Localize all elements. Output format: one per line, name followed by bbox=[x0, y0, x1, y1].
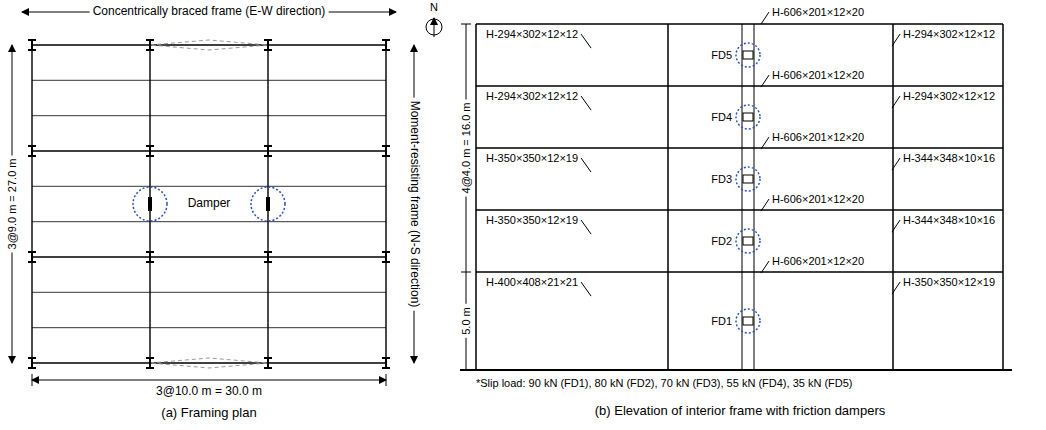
direction-label: Concentrically braced frame (E-W directi… bbox=[90, 5, 329, 18]
leader-line bbox=[892, 96, 900, 108]
damper-circle bbox=[251, 187, 285, 221]
caption: (b) Elevation of interior frame with fri… bbox=[595, 404, 885, 418]
leader-line bbox=[761, 137, 769, 149]
member-size-label: H-606×201×12×20 bbox=[772, 69, 864, 81]
damper-circle bbox=[736, 105, 760, 129]
leader-line bbox=[892, 158, 900, 170]
friction-damper bbox=[743, 51, 753, 59]
damper-circle bbox=[736, 167, 760, 191]
damper-label: Damper bbox=[188, 197, 231, 210]
column-symbol bbox=[28, 40, 390, 368]
dimension-label: 5.0 m bbox=[460, 304, 472, 338]
caption: (a) Framing plan bbox=[161, 406, 256, 420]
member-size-label: H-294×302×12×12 bbox=[903, 90, 995, 102]
damper-circle bbox=[736, 43, 760, 67]
leader-line bbox=[581, 220, 591, 234]
dimension-label: 4@4.0 m = 16.0 m bbox=[460, 100, 472, 197]
damper-symbol bbox=[148, 197, 152, 211]
member-size-label: H-606×201×12×20 bbox=[772, 131, 864, 143]
damper-circle bbox=[736, 229, 760, 253]
damper-post bbox=[742, 24, 754, 370]
member-size-label: H-344×348×10×16 bbox=[903, 152, 995, 164]
member-size-label: H-294×302×12×12 bbox=[486, 90, 578, 102]
girder bbox=[32, 45, 386, 363]
dimension-arrow bbox=[32, 380, 386, 381]
member-size-label: H-294×302×12×12 bbox=[903, 28, 995, 40]
damper-circle bbox=[736, 309, 760, 333]
member-size-label: H-350×350×12×19 bbox=[486, 152, 578, 164]
secondary-beam bbox=[32, 80, 386, 327]
friction-damper bbox=[743, 175, 753, 183]
leader-line bbox=[581, 96, 591, 110]
leader-line bbox=[581, 282, 591, 296]
friction-damper bbox=[743, 113, 753, 121]
leader-line bbox=[892, 220, 900, 232]
leader-line bbox=[892, 282, 900, 294]
damper-id: FD5 bbox=[711, 49, 732, 61]
member-size-label: H-344×348×10×16 bbox=[903, 214, 995, 226]
friction-damper bbox=[743, 237, 753, 245]
damper-id: FD4 bbox=[711, 111, 732, 123]
member-size-label: H-606×201×12×20 bbox=[772, 193, 864, 205]
column bbox=[476, 24, 1003, 370]
leader-line bbox=[761, 12, 769, 24]
leader-line bbox=[581, 158, 591, 172]
north-arrow bbox=[434, 18, 435, 37]
damper-circle bbox=[133, 187, 167, 221]
member-size-label: H-350×350×12×19 bbox=[903, 276, 995, 288]
member-size-label: H-350×350×12×19 bbox=[486, 214, 578, 226]
floor-beam bbox=[476, 24, 1003, 272]
damper-id: FD3 bbox=[711, 173, 732, 185]
member-size-label: H-606×201×12×20 bbox=[772, 255, 864, 267]
member-size-label: H-294×302×12×12 bbox=[486, 28, 578, 40]
damper-id: FD1 bbox=[711, 315, 732, 327]
girder bbox=[32, 45, 386, 363]
friction-damper bbox=[743, 317, 753, 325]
direction-label: Moment-resisting frame (N-S direction) bbox=[407, 98, 420, 311]
damper-symbol bbox=[266, 197, 270, 211]
leader-line bbox=[761, 75, 769, 87]
leader-line bbox=[581, 34, 591, 48]
leader-line bbox=[892, 34, 900, 46]
leader-line bbox=[761, 261, 769, 273]
member-size-label: H-400×408×21×21 bbox=[486, 276, 578, 288]
member-size-label: H-606×201×12×20 bbox=[772, 6, 864, 18]
footnote: *Slip load: 90 kN (FD1), 80 kN (FD2), 70… bbox=[476, 377, 853, 389]
ground-line bbox=[460, 369, 1012, 371]
north-label: N bbox=[430, 1, 438, 13]
damper-id: FD2 bbox=[711, 235, 732, 247]
dimension-label: 3@9.0 m = 27.0 m bbox=[6, 156, 18, 253]
leader-line bbox=[761, 199, 769, 211]
dimension-label: 3@10.0 m = 30.0 m bbox=[156, 385, 262, 398]
